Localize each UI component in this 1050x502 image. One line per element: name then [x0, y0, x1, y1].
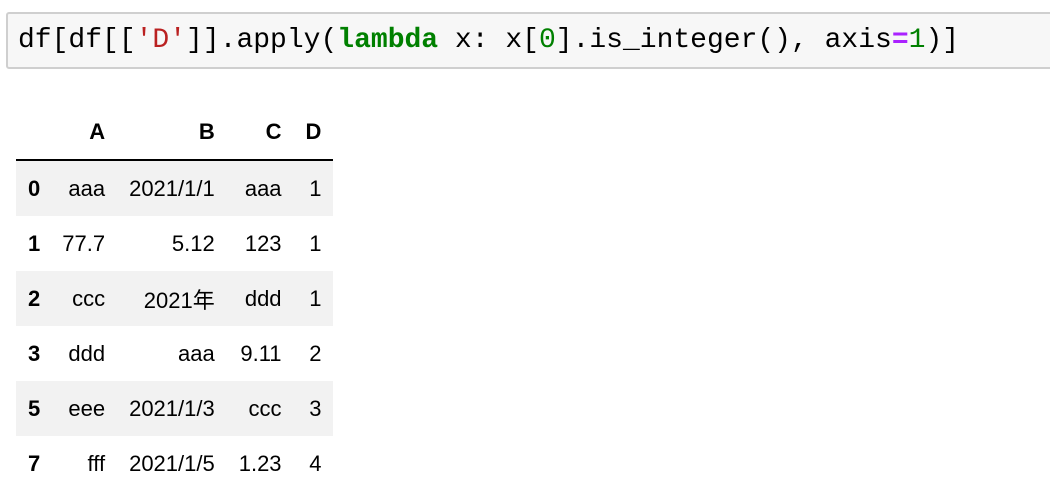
row-index: 7 — [28, 450, 41, 476]
table-cell: 9.11 — [240, 340, 282, 366]
column-header: D — [293, 105, 334, 161]
table-cell: 4 — [309, 450, 322, 476]
column-header: A — [50, 105, 118, 161]
code-token-plain: df[df[[ — [18, 25, 136, 56]
table-cell: ddd — [68, 340, 106, 366]
table-cell: fff — [87, 450, 106, 476]
table-cell: 2021/1/1 — [129, 175, 215, 201]
code-line: df[df[['D']].apply(lambda x: x[0].is_int… — [18, 25, 959, 56]
table-cell: aaa — [178, 340, 215, 366]
table-cell: 2021年 — [143, 287, 215, 313]
table-cell: 77.7 — [62, 230, 106, 256]
table-cell: 1 — [309, 285, 322, 311]
row-index: 0 — [28, 175, 41, 201]
table-row: 5 eee 2021/1/3 ccc 3 — [16, 381, 334, 436]
table-row: 0 aaa 2021/1/1 aaa 1 — [16, 160, 334, 216]
index-header — [16, 105, 51, 161]
table-cell: aaa — [68, 175, 106, 201]
code-token-plain: x: x[ — [438, 25, 539, 56]
table-header-row: A B C D — [16, 105, 334, 161]
code-token-num: 1 — [908, 25, 926, 56]
row-index: 5 — [28, 395, 41, 421]
table-row: 1 77.7 5.12 123 1 — [16, 216, 333, 271]
table-cell: 1 — [309, 175, 322, 201]
code-token-plain: ]].apply( — [186, 25, 338, 56]
table-cell: aaa — [244, 175, 282, 201]
code-token-op: = — [891, 25, 909, 56]
table-cell: 2021/1/5 — [129, 450, 215, 476]
table-cell: 2021/1/3 — [129, 395, 215, 421]
row-index: 2 — [28, 285, 41, 311]
code-token-kw: lambda — [337, 25, 439, 56]
code-cell-input[interactable]: df[df[['D']].apply(lambda x: x[0].is_int… — [6, 12, 1050, 69]
code-token-num: 0 — [538, 25, 556, 56]
table-cell: 5.12 — [171, 230, 215, 256]
table-cell: 1 — [309, 230, 322, 256]
table-cell: eee — [68, 395, 106, 421]
table-cell: ddd — [244, 285, 282, 311]
column-header: C — [226, 105, 294, 161]
code-token-plain: )] — [925, 25, 960, 56]
row-index: 3 — [28, 340, 41, 366]
table-cell: 1.23 — [238, 450, 282, 476]
table-cell: ccc — [72, 285, 106, 311]
table-row: 3 ddd aaa 9.11 2 — [16, 326, 333, 381]
column-header: B — [117, 105, 227, 161]
table-cell: 3 — [309, 395, 322, 421]
code-token-plain: ].is_integer(), axis — [555, 25, 892, 56]
code-token-str: 'D' — [135, 25, 187, 56]
table-cell: 2 — [309, 340, 322, 366]
row-index: 1 — [28, 230, 41, 256]
table-row: 7 fff 2021/1/5 1.23 4 — [16, 436, 333, 491]
table-row: 2 ccc 2021年 ddd 1 — [16, 271, 334, 326]
table-cell: ccc — [248, 395, 282, 421]
table-cell: 123 — [244, 230, 282, 256]
